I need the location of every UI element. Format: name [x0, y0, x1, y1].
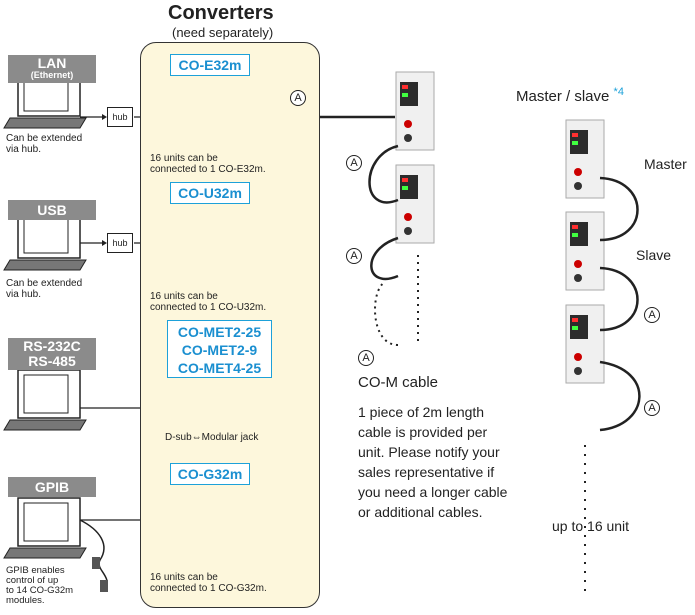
callout-co-met: CO-MET2-25 CO-MET2-9 CO-MET4-25 [167, 320, 272, 378]
serial-header: RS-232C RS-485 [8, 338, 96, 370]
serial-label-line2: RS-485 [28, 353, 76, 369]
g32m-desc-line1: 16 units can be [150, 572, 218, 583]
cable-symbol-a: A [290, 90, 306, 106]
cable-symbol-a: A [358, 350, 374, 366]
met-label-line1: CO-MET2-25 [177, 324, 262, 340]
laptop-gpib [3, 497, 87, 559]
cable-symbol-a: A [644, 400, 660, 416]
u32m-desc: 16 units can be connected to 1 CO-U32m. [150, 291, 266, 313]
met-desc: D-sub⇔Modular jack [165, 432, 259, 443]
master-slave-title: Master / slave *4 [516, 86, 624, 105]
cable-description: 1 piece of 2m length cable is provided p… [358, 402, 507, 522]
usb-header: USB [8, 200, 96, 220]
callout-co-u32m: CO-U32m [170, 182, 250, 204]
master-label: Master [644, 156, 687, 172]
master-slave-footnote: *4 [613, 86, 624, 98]
lan-sublabel: (Ethernet) [30, 70, 74, 80]
cable-desc-line: 1 piece of 2m length [358, 404, 485, 420]
lan-note-line1: Can be extended [6, 133, 83, 144]
cable-desc-line: sales representative if [358, 464, 495, 480]
usb-note-line2: via hub. [6, 289, 42, 300]
callout-co-g32m: CO-G32m [170, 463, 250, 485]
usb-note: Can be extended via hub. [6, 278, 82, 300]
e32m-desc-line1: 16 units can be [150, 153, 218, 164]
e32m-desc-line2: connected to 1 CO-E32m. [150, 164, 266, 175]
cable-title: CO-M cable [358, 374, 439, 391]
usb-hub: hub [107, 233, 133, 253]
power-supply-slave-1 [565, 211, 605, 291]
cable-symbol-a: A [346, 155, 362, 171]
lan-note-line2: via hub. [6, 144, 42, 155]
cable-symbol-a: A [644, 307, 660, 323]
gpib-note-line1: GPIB enables [6, 565, 65, 576]
usb-note-line1: Can be extended [6, 278, 83, 289]
callout-co-e32m: CO-E32m [170, 54, 250, 76]
u32m-desc-line1: 16 units can be [150, 291, 218, 302]
u32m-desc-line2: connected to 1 CO-U32m. [150, 302, 267, 313]
power-supply-slave-2 [565, 304, 605, 384]
lan-header: LAN (Ethernet) [8, 55, 96, 83]
lan-label: LAN [37, 55, 67, 71]
e32m-desc: 16 units can be connected to 1 CO-E32m. [150, 153, 266, 175]
laptop-serial [3, 369, 87, 431]
gpib-note-line4: modules. [6, 595, 45, 606]
cable-desc-line: or additional cables. [358, 504, 483, 520]
gpib-note-line3: to 14 CO-G32m [6, 585, 74, 596]
gpib-note-line2: control of up [6, 575, 59, 586]
cable-desc-line: you need a longer cable [358, 484, 508, 500]
power-supply-master [565, 119, 605, 199]
lan-note: Can be extended via hub. [6, 133, 82, 155]
lan-hub: hub [107, 107, 133, 127]
power-supply-2 [395, 164, 435, 244]
power-supply-1 [395, 71, 435, 151]
converters-subtitle: (need separately) [172, 25, 274, 40]
cable-symbol-a: A [346, 248, 362, 264]
serial-label-line1: RS-232C [23, 338, 81, 354]
gpib-header: GPIB [8, 477, 96, 497]
g32m-desc: 16 units can be connected to 1 CO-G32m. [150, 572, 267, 594]
cable-desc-line: unit. Please notify your [358, 444, 500, 460]
met-label-line3: CO-MET4-25 [177, 360, 262, 376]
up-to-16-label: up to 16 unit [552, 518, 630, 534]
cable-desc-line: cable is provided per [358, 424, 488, 440]
converters-title: Converters [168, 2, 274, 24]
gpib-note: GPIB enables control of up to 14 CO-G32m… [6, 566, 73, 606]
met-label-line2: CO-MET2-9 [181, 342, 258, 358]
slave-label: Slave [636, 247, 672, 263]
master-slave-title-text: Master / slave [516, 88, 610, 105]
g32m-desc-line2: connected to 1 CO-G32m. [150, 583, 267, 594]
